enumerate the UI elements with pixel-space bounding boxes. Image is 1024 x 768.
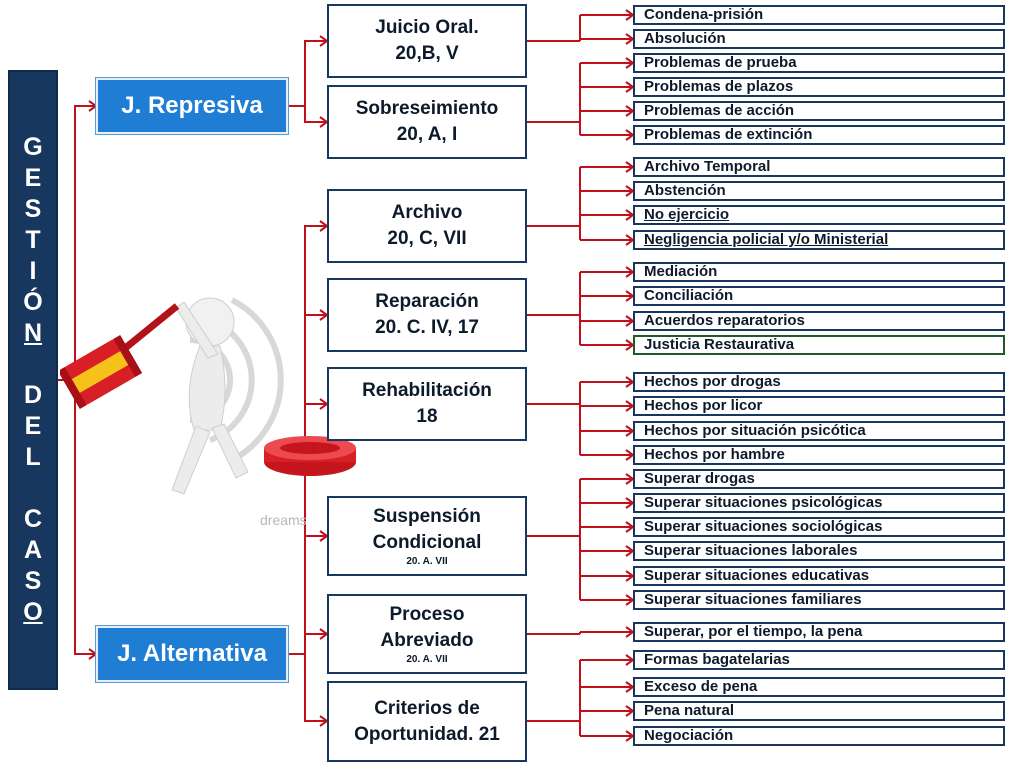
leaf-negociacion: Negociación bbox=[633, 726, 1005, 746]
leaf-superar-educativas: Superar situaciones educativas bbox=[633, 566, 1005, 586]
connector-group-1 bbox=[527, 62, 633, 136]
leaf-exceso-pena: Exceso de pena bbox=[633, 677, 1005, 697]
connector-group-6 bbox=[527, 631, 633, 635]
leaf-justicia-restaurativa: Justicia Restaurativa bbox=[633, 335, 1005, 355]
gavel-illustration: dreams bbox=[57, 280, 370, 540]
mid-node-archivo: Archivo 20, C, VII bbox=[327, 189, 527, 263]
leaf-superar-laborales: Superar situaciones laborales bbox=[633, 541, 1005, 561]
mid-node-rehabilitacion: Rehabilitación 18 bbox=[327, 367, 527, 441]
mid-node-criterios-oportunidad: Criterios de Oportunidad. 21 bbox=[327, 681, 527, 762]
leaf-superar-drogas: Superar drogas bbox=[633, 469, 1005, 489]
watermark-text: dreams bbox=[260, 512, 307, 528]
vertical-title: G E S T I Ó N D E L C A S O bbox=[8, 70, 58, 690]
leaf-no-ejercicio: No ejercicio bbox=[633, 205, 1005, 225]
leaf-superar-psicologicas: Superar situaciones psicológicas bbox=[633, 493, 1005, 513]
leaf-hechos-licor: Hechos por licor bbox=[633, 396, 1005, 416]
mid-node-reparacion: Reparación 20. C. IV, 17 bbox=[327, 278, 527, 352]
connector-group-0 bbox=[527, 14, 633, 42]
leaf-problemas-extincion: Problemas de extinción bbox=[633, 125, 1005, 145]
connector-group-4 bbox=[527, 381, 633, 456]
leaf-mediacion: Mediación bbox=[633, 262, 1005, 282]
leaf-abstencion: Abstención bbox=[633, 181, 1005, 201]
leaf-problemas-prueba: Problemas de prueba bbox=[633, 53, 1005, 73]
connector-group-7 bbox=[527, 659, 633, 737]
leaf-pena-natural: Pena natural bbox=[633, 701, 1005, 721]
leaf-negligencia: Negligencia policial y/o Ministerial bbox=[633, 230, 1005, 250]
leaf-condena-prision: Condena-prisión bbox=[633, 5, 1005, 25]
leaf-acuerdos-reparatorios: Acuerdos reparatorios bbox=[633, 311, 1005, 331]
leaf-hechos-psicotica: Hechos por situación psicótica bbox=[633, 421, 1005, 441]
connector-group-3 bbox=[527, 271, 633, 346]
leaf-problemas-plazos: Problemas de plazos bbox=[633, 77, 1005, 97]
category-justicia-alternativa: J. Alternativa bbox=[96, 626, 288, 682]
leaf-superar-pena: Superar, por el tiempo, la pena bbox=[633, 622, 1005, 642]
leaf-hechos-hambre: Hechos por hambre bbox=[633, 445, 1005, 465]
mid-node-juicio-oral: Juicio Oral. 20,B, V bbox=[327, 4, 527, 78]
leaf-conciliacion: Conciliación bbox=[633, 286, 1005, 306]
mid-node-suspension-condicional: Suspensión Condicional 20. A. VII bbox=[327, 496, 527, 576]
leaf-problemas-accion: Problemas de acción bbox=[633, 101, 1005, 121]
leaf-superar-sociologicas: Superar situaciones sociológicas bbox=[633, 517, 1005, 537]
connector-group-2 bbox=[527, 166, 633, 241]
leaf-formas-bagatelarias: Formas bagatelarias bbox=[633, 650, 1005, 670]
mid-node-proceso-abreviado: Proceso Abreviado 20. A. VII bbox=[327, 594, 527, 674]
leaf-hechos-drogas: Hechos por drogas bbox=[633, 372, 1005, 392]
connector-represiva bbox=[288, 40, 327, 123]
mid-node-sobreseimiento: Sobreseimiento 20, A, I bbox=[327, 85, 527, 159]
leaf-absolucion: Absolución bbox=[633, 29, 1005, 49]
leaf-superar-familiares: Superar situaciones familiares bbox=[633, 590, 1005, 610]
leaf-archivo-temporal: Archivo Temporal bbox=[633, 157, 1005, 177]
category-justicia-represiva: J. Represiva bbox=[96, 78, 288, 134]
connector-group-5 bbox=[527, 478, 633, 601]
